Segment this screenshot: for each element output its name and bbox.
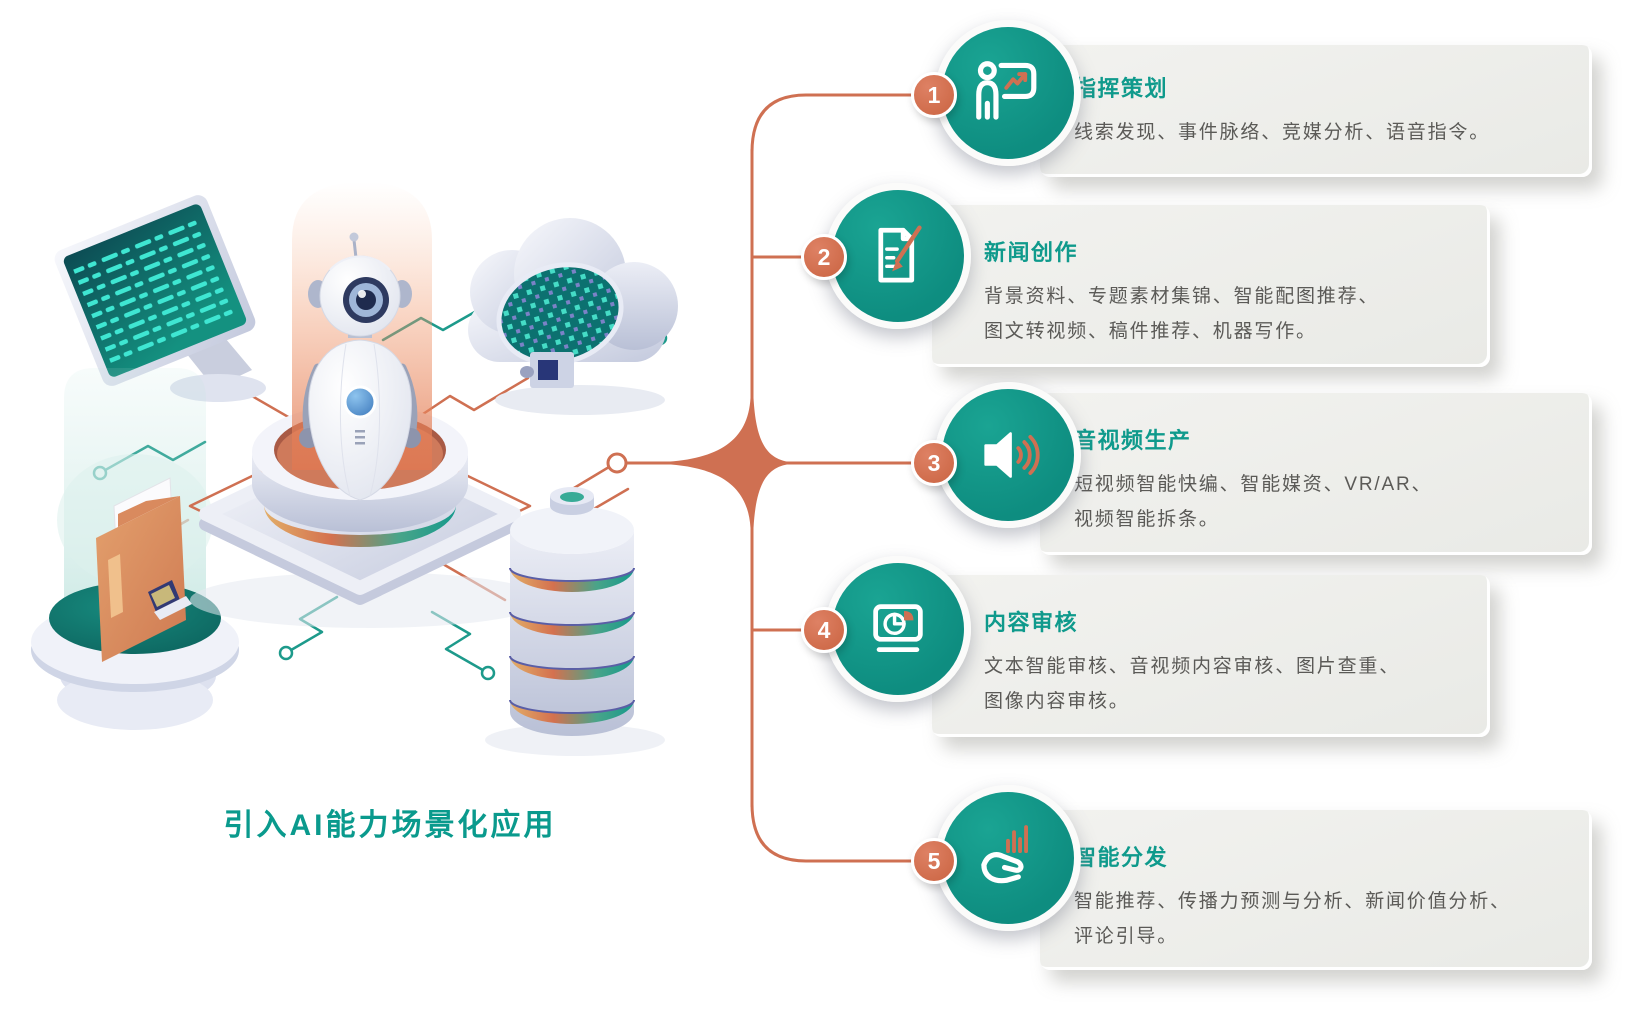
feature-icon-3 xyxy=(935,382,1081,528)
feature-title: 音视频生产 xyxy=(1074,428,1192,453)
description-line: 图文转视频、稿件推荐、机器写作。 xyxy=(984,321,1317,342)
feature-card-1: 指挥策划 线索发现、事件脉络、竞媒分析、语音指令。 xyxy=(1040,45,1592,177)
feature-card-5: 智能分发 智能推荐、传播力预测与分析、新闻价值分析、 评论引导。 xyxy=(1040,810,1592,970)
laptop-pie-icon xyxy=(873,604,923,653)
feature-title: 内容审核 xyxy=(984,610,1079,635)
description-line: 评论引导。 xyxy=(1074,926,1179,947)
speaker-icon xyxy=(984,432,1040,478)
database-illustration xyxy=(485,487,665,756)
monitor-illustration xyxy=(54,195,266,402)
description-line: 背景资料、专题素材集锦、智能配图推荐、 xyxy=(984,286,1380,307)
step-badge-4: 4 xyxy=(801,607,847,653)
hand-bars-icon xyxy=(981,825,1028,884)
description-line: 视频智能拆条。 xyxy=(1074,509,1220,530)
cloud-illustration xyxy=(468,218,678,415)
connector-tree xyxy=(606,93,913,863)
feature-description: 背景资料、专题素材集锦、智能配图推荐、 图文转视频、稿件推荐、机器写作。 xyxy=(984,279,1466,349)
feature-title: 指挥策划 xyxy=(1074,76,1169,101)
feature-description: 智能推荐、传播力预测与分析、新闻价值分析、 评论引导。 xyxy=(1074,884,1568,954)
description-line: 短视频智能快编、智能媒资、VR/AR、 xyxy=(1074,474,1433,495)
description-line: 图像内容审核。 xyxy=(984,691,1130,712)
feature-title: 新闻创作 xyxy=(984,240,1079,265)
step-badge-2: 2 xyxy=(801,234,847,280)
description-line: 文本智能审核、音视频内容审核、图片查重、 xyxy=(984,656,1401,677)
feature-title: 智能分发 xyxy=(1074,845,1169,870)
step-badge-5: 5 xyxy=(911,838,957,884)
step-badge-3: 3 xyxy=(911,440,957,486)
folder-illustration xyxy=(31,368,239,730)
feature-card-4: 内容审核 文本智能审核、音视频内容审核、图片查重、 图像内容审核。 xyxy=(932,575,1490,737)
pedestal-robot-illustration xyxy=(188,182,546,628)
feature-icon-5 xyxy=(935,785,1081,931)
feature-description: 短视频智能快编、智能媒资、VR/AR、 视频智能拆条。 xyxy=(1074,467,1568,537)
feature-card-2: 新闻创作 背景资料、专题素材集锦、智能配图推荐、 图文转视频、稿件推荐、机器写作… xyxy=(932,205,1490,367)
presenter-chart-icon xyxy=(976,61,1037,120)
feature-card-3: 音视频生产 短视频智能快编、智能媒资、VR/AR、 视频智能拆条。 xyxy=(1040,393,1592,555)
feature-description: 线索发现、事件脉络、竞媒分析、语音指令。 xyxy=(1074,115,1568,150)
feature-description: 文本智能审核、音视频内容审核、图片查重、 图像内容审核。 xyxy=(984,649,1466,719)
description-line: 线索发现、事件脉络、竞媒分析、语音指令。 xyxy=(1074,122,1491,143)
feature-icon-2 xyxy=(825,183,971,329)
step-badge-1: 1 xyxy=(911,72,957,118)
illustration-caption: 引入AI能力场景化应用 xyxy=(223,809,557,842)
description-line: 智能推荐、传播力预测与分析、新闻价值分析、 xyxy=(1074,891,1511,912)
document-pencil-icon xyxy=(878,225,922,283)
